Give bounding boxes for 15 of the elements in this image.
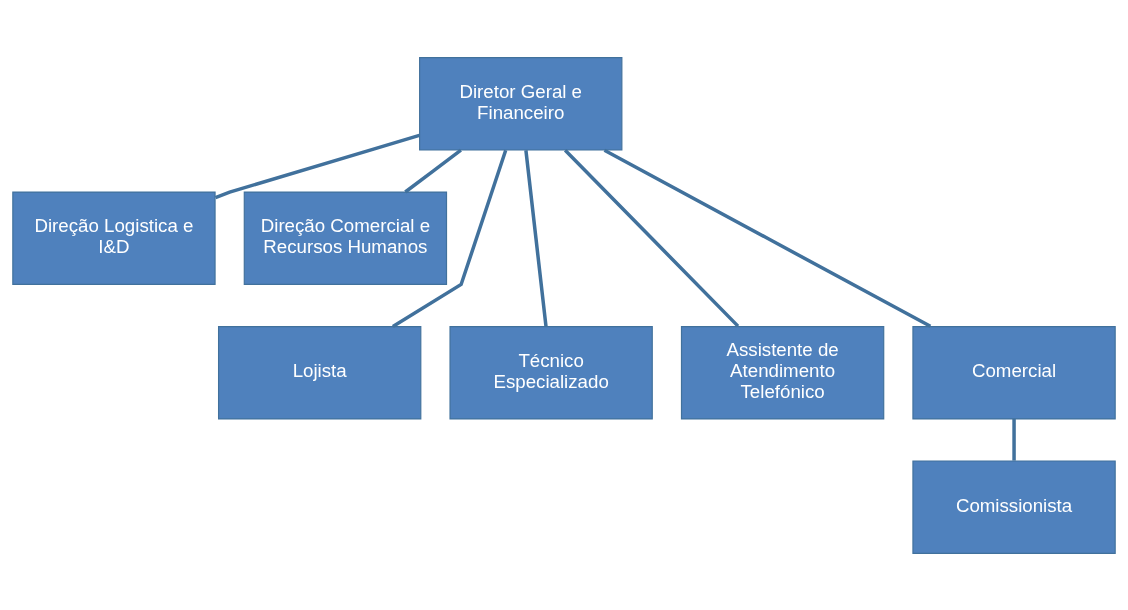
node-box: Técnico Especializado bbox=[449, 325, 653, 419]
connector bbox=[404, 148, 462, 193]
node-box: Direção Logistica e I&D bbox=[12, 191, 216, 285]
node-box: Diretor Geral e Financeiro bbox=[419, 56, 623, 151]
node-box: Direção Comercial e Recursos Humanos bbox=[243, 191, 448, 285]
node-box: Comissionista bbox=[912, 459, 1116, 554]
connector bbox=[524, 149, 548, 326]
node-box: Comercial bbox=[912, 325, 1116, 419]
node-box: Assistente de Atendimento Telefónico bbox=[680, 325, 885, 419]
connector bbox=[603, 148, 932, 328]
connector bbox=[1012, 418, 1016, 461]
connector bbox=[214, 133, 420, 199]
connector bbox=[391, 149, 508, 328]
node-box: Lojista bbox=[218, 325, 422, 419]
connector bbox=[563, 148, 740, 327]
